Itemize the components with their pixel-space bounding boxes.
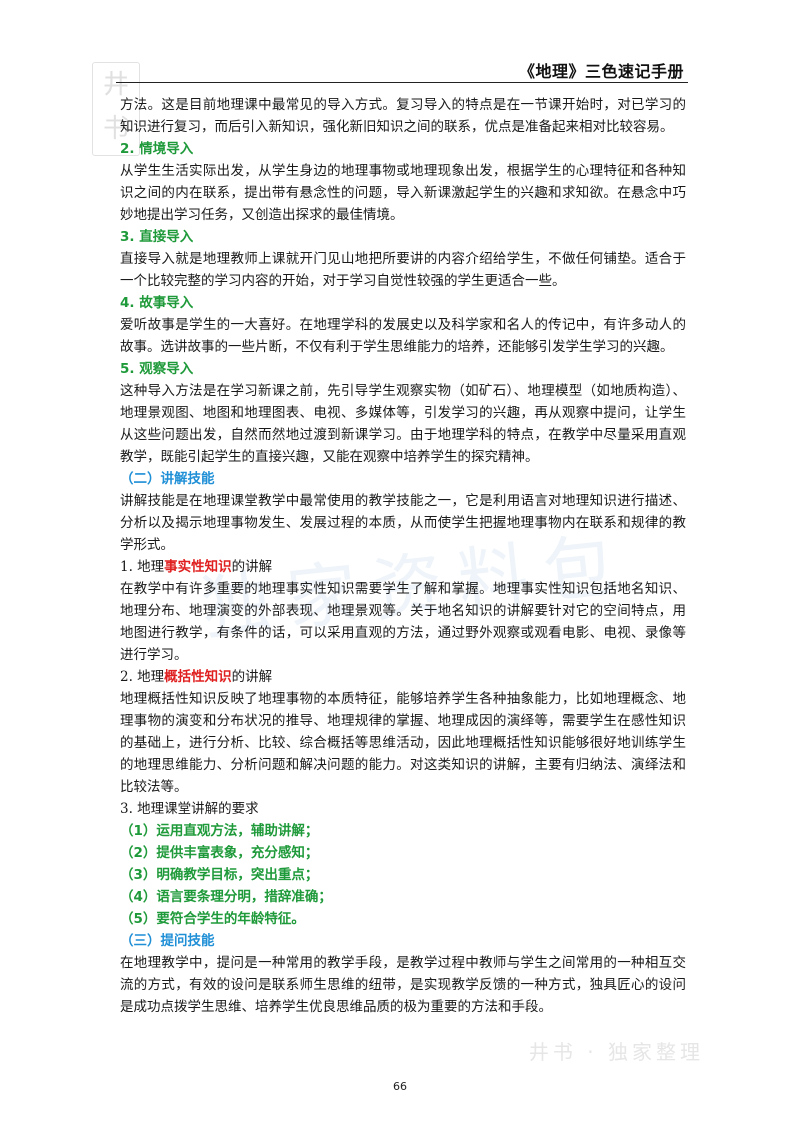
section-5-heading: 5. 观察导入 [120, 361, 194, 377]
section-2-body: 从学生生活实际出发，从学生身边的地理事物或地理现象出发，根据学生的心理特征和各种… [120, 163, 686, 223]
part-2-body: 讲解技能是在地理课堂教学中最常使用的教学技能之一，它是利用语言对地理知识进行描述… [120, 493, 686, 553]
part-3-heading: （三）提问技能 [120, 933, 215, 949]
section-2-heading: 2. 情境导入 [120, 141, 194, 157]
knowledge-2-keyword: 概括性知识 [164, 669, 232, 685]
section-4-heading: 4. 故事导入 [120, 295, 194, 311]
knowledge-2-body: 地理概括性知识反映了地理事物的本质特征，能够培养学生各种抽象能力，比如地理概念、… [120, 691, 686, 795]
knowledge-1-suffix: 的讲解 [231, 559, 273, 575]
header-divider [116, 82, 688, 83]
knowledge-1-prefix: 1. 地理 [120, 559, 165, 575]
watermark-stamp-text: 井书 [102, 70, 129, 144]
knowledge-1-body: 在教学中有许多重要的地理事实性知识需要学生了解和掌握。地理事实性知识包括地名知识… [120, 581, 686, 663]
section-5-body: 这种导入方法是在学习新课之前，先引导学生观察实物（如矿石）、地理模型（如地质构造… [120, 383, 686, 465]
knowledge-1-heading: 1. 地理事实性知识的讲解 [120, 556, 686, 578]
knowledge-2-prefix: 2. 地理 [120, 669, 165, 685]
header-title: 《地理》三色速记手册 [518, 62, 684, 81]
requirement-item: （4）语言要条理分明，措辞准确； [120, 889, 332, 905]
watermark-bottom: 井书 · 独家整理 [528, 1040, 704, 1064]
knowledge-2-suffix: 的讲解 [231, 669, 273, 685]
section-3-body: 直接导入就是地理教师上课就开门见山地把所要讲的内容介绍给学生，不做任何铺垫。适合… [120, 251, 686, 289]
requirement-item: （1）运用直观方法，辅助讲解； [120, 823, 319, 839]
part-3-body: 在地理教学中，提问是一种常用的教学手段，是教学过程中教师与学生之间常用的一种相互… [120, 955, 686, 1015]
watermark-stamp: 井书 [92, 62, 140, 156]
section-3-heading: 3. 直接导入 [120, 229, 194, 245]
part-2-heading: （二）讲解技能 [120, 471, 215, 487]
intro-paragraph: 方法。这是目前地理课中最常见的导入方式。复习导入的特点是在一节课开始时，对已学习… [120, 97, 686, 135]
main-content: 方法。这是目前地理课中最常见的导入方式。复习导入的特点是在一节课开始时，对已学习… [120, 94, 686, 1018]
requirement-item: （2）提供丰富表象，充分感知； [120, 845, 319, 861]
requirement-item: （3）明确教学目标，突出重点； [120, 867, 319, 883]
page-number: 66 [393, 1080, 407, 1093]
section-4-body: 爱听故事是学生的一大喜好。在地理学科的发展史以及科学家和名人的传记中，有许多动人… [120, 317, 686, 355]
knowledge-2-heading: 2. 地理概括性知识的讲解 [120, 666, 686, 688]
requirement-item: （5）要符合学生的年龄特征。 [120, 911, 305, 927]
knowledge-3-heading: 3. 地理课堂讲解的要求 [120, 801, 259, 817]
knowledge-1-keyword: 事实性知识 [164, 559, 232, 575]
